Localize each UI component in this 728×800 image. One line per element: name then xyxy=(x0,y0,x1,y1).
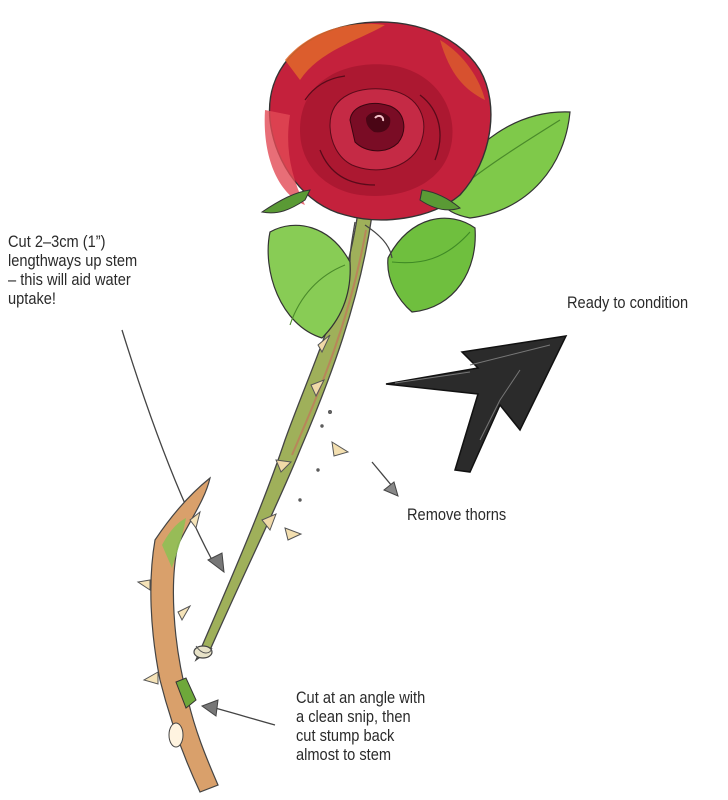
angle-cut-note-line: Cut at an angle with xyxy=(296,688,425,707)
split-stem-note: Cut 2–3cm (1”) lengthways up stem – this… xyxy=(8,232,137,308)
angle-cut-note-line: a clean snip, then xyxy=(296,707,425,726)
split-stem-note-line: Cut 2–3cm (1”) xyxy=(8,232,137,251)
ready-note: Ready to condition xyxy=(567,293,688,312)
stump-closeup xyxy=(138,478,218,792)
stump-arrow xyxy=(202,700,275,725)
remove-thorns-note: Remove thorns xyxy=(407,505,506,524)
rose-bloom xyxy=(262,22,491,220)
angle-cut-note: Cut at an angle with a clean snip, then … xyxy=(296,688,425,764)
ready-arrow xyxy=(386,336,566,472)
angle-cut-note-line: cut stump back xyxy=(296,726,425,745)
thorns-arrow xyxy=(372,462,398,496)
remove-thorns-note-text: Remove thorns xyxy=(407,505,506,524)
angle-cut-note-line: almost to stem xyxy=(296,745,425,764)
split-stem-note-line: lengthways up stem xyxy=(8,251,137,270)
split-stem-note-line: – this will aid water xyxy=(8,270,137,289)
split-stem-note-line: uptake! xyxy=(8,289,137,308)
leaf-right-bottom xyxy=(388,218,475,312)
ready-note-text: Ready to condition xyxy=(567,293,688,312)
